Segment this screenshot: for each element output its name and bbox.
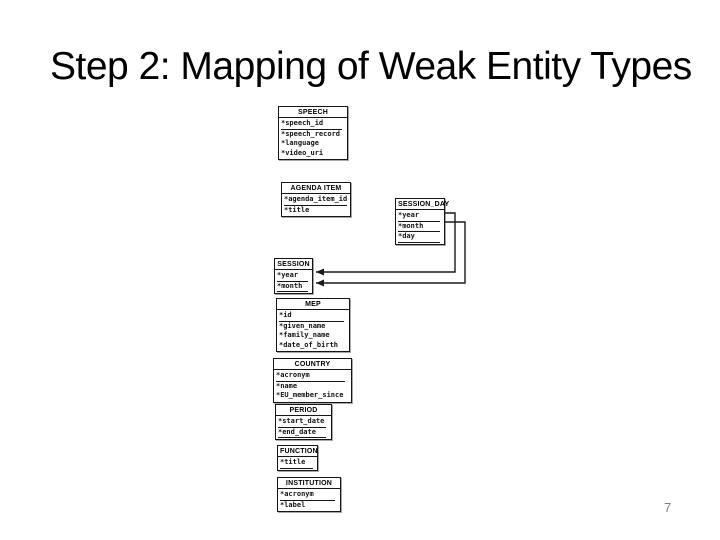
entity-field-key: *year (277, 271, 310, 282)
entity-field-key: *year (398, 211, 442, 222)
entity-title: FUNCTION (278, 446, 318, 457)
entity-field: *title (284, 206, 348, 216)
entity-agenda-item: AGENDA ITEM*agenda_item_id*title (281, 182, 351, 217)
entity-field-key: *end_date (278, 428, 329, 438)
entity-title: SESSION (275, 259, 312, 270)
entity-field-list: *acronym*label (278, 489, 340, 511)
entity-field-label: *title (280, 458, 314, 469)
entity-field-label: *end_date (278, 428, 327, 438)
entity-field-list: *title (278, 457, 317, 470)
entity-field-label: *EU_member_since (276, 391, 344, 399)
entity-title: INSTITUTION (278, 478, 340, 489)
entity-field-label: *year (277, 271, 309, 282)
entity-field-label: *family_name (279, 331, 330, 339)
entity-title: COUNTRY (274, 359, 351, 370)
entity-institution: INSTITUTION*acronym*label (277, 477, 341, 512)
entity-field-list: *agenda_item_id*title (282, 194, 350, 216)
entity-country: COUNTRY*acronym*name*EU_member_since (273, 358, 352, 403)
entity-field-label: *label (280, 500, 306, 509)
entity-field-label: *acronym (280, 490, 336, 501)
entity-field-label: *id (279, 311, 344, 322)
entity-field-label: *given_name (279, 321, 326, 330)
entity-field-key: *month (277, 282, 310, 292)
entity-title: SESSION_DAY (396, 199, 449, 210)
entity-period: PERIOD*start_date*end_date (275, 404, 332, 440)
entity-field-list: *start_date*end_date (276, 416, 331, 439)
entity-field: *video_uri (281, 149, 345, 159)
entity-field-label: *date_of_birth (279, 340, 339, 349)
entity-title: MEP (277, 299, 349, 310)
entity-field-key: *acronym (276, 371, 349, 382)
entity-field-label: *name (276, 381, 298, 390)
entity-field-list: *acronym*name*EU_member_since (274, 370, 351, 402)
entity-field-key: *acronym (280, 490, 338, 501)
entity-field-label: *video_uri (281, 148, 324, 157)
entity-field-key: *day (398, 232, 442, 243)
entity-field-key: *id (279, 311, 347, 322)
entity-field-label: *acronym (276, 371, 346, 382)
entity-field-label: *title (284, 205, 310, 214)
entity-field-label: *language (281, 139, 319, 147)
entity-field-list: *year*month*day (396, 210, 444, 244)
entity-speech: SPEECH*speech_id*speech_record*language*… (278, 106, 348, 160)
entity-field-label: *year (398, 211, 440, 222)
entity-title: AGENDA ITEM (282, 183, 350, 194)
entity-field-label: *month (277, 282, 309, 292)
entity-title: PERIOD (276, 405, 331, 416)
entity-field-label: *day (398, 232, 440, 243)
entity-field-label: *start_date (278, 417, 327, 428)
entity-field-key: *speech_id (281, 119, 345, 130)
slide-title: Step 2: Mapping of Weak Entity Types (50, 45, 692, 88)
entity-function: FUNCTION*title (277, 445, 318, 471)
entity-field: *date_of_birth (279, 341, 347, 351)
entity-field: *given_name (279, 322, 347, 332)
entity-field: *language (281, 139, 345, 149)
entity-field: *label (280, 501, 338, 511)
entity-field: *EU_member_since (276, 391, 349, 401)
entity-field: *speech_record (281, 130, 345, 140)
entity-session-day: SESSION_DAY*year*month*day (395, 198, 449, 245)
entity-session: SESSION*year*month (274, 258, 313, 294)
entity-field-label: *agenda_item_id (284, 195, 348, 206)
entity-field-key: *title (280, 458, 315, 469)
entity-title: SPEECH (279, 107, 347, 118)
entity-field-key: *month (398, 222, 442, 232)
entity-field-key: *start_date (278, 417, 329, 428)
entity-field-key: *agenda_item_id (284, 195, 348, 206)
entity-field-list: *speech_id*speech_record*language*video_… (279, 118, 347, 159)
entity-field-list: *id*given_name*family_name*date_of_birth (277, 310, 349, 351)
entity-field-list: *year*month (275, 270, 312, 293)
entity-field: *family_name (279, 331, 347, 341)
entity-field-label: *month (398, 222, 440, 232)
page-number: 7 (664, 500, 672, 515)
entity-mep: MEP*id*given_name*family_name*date_of_bi… (276, 298, 350, 352)
entity-field-label: *speech_record (281, 129, 341, 138)
entity-field: *name (276, 382, 349, 392)
entity-field-label: *speech_id (281, 119, 342, 130)
